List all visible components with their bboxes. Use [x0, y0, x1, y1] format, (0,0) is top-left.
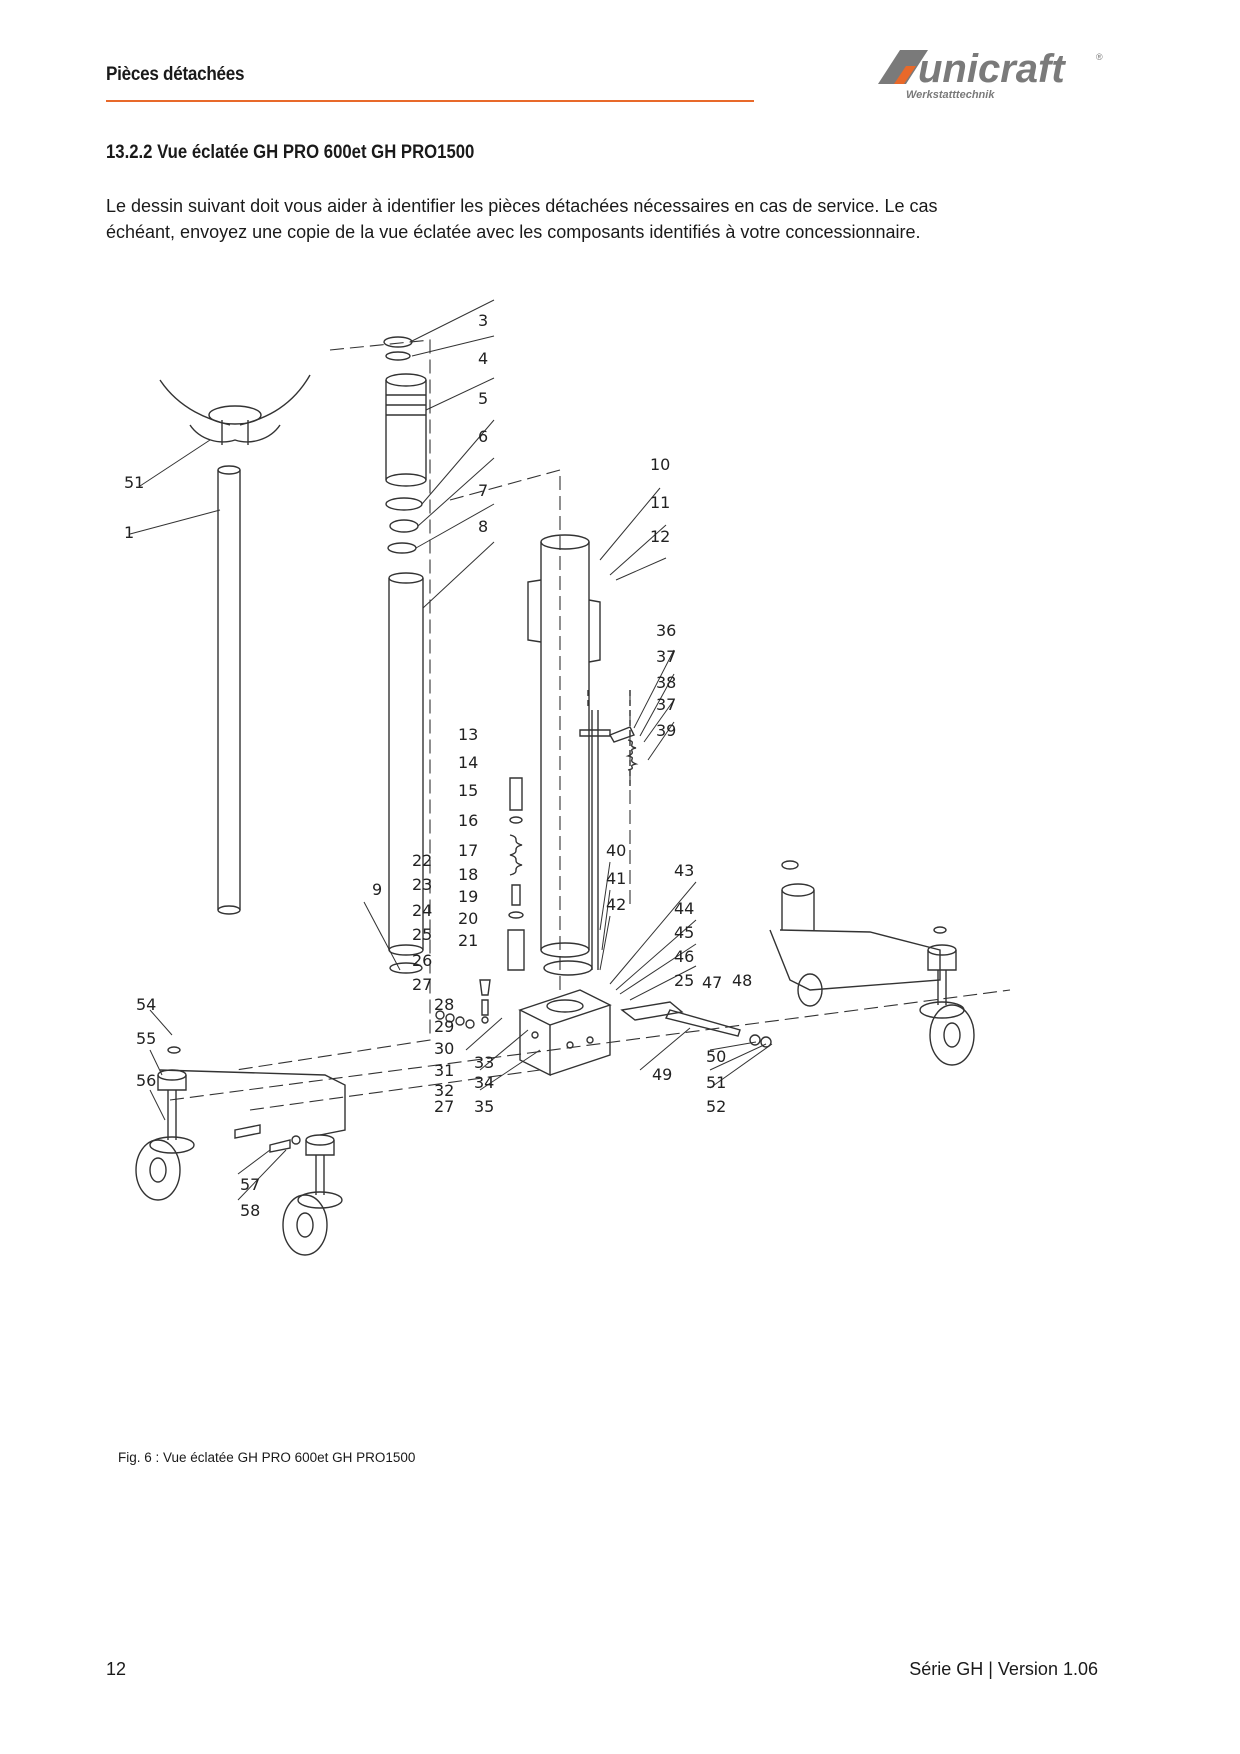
callout-label: 3 — [478, 311, 488, 330]
release-rod-36-42 — [579, 690, 639, 970]
pedal-part-49 — [620, 1001, 772, 1048]
callout-label: 48 — [732, 971, 752, 990]
right-leg-frame — [769, 860, 975, 1066]
callout-label: 51 — [124, 473, 144, 492]
callout-label: 44 — [674, 899, 694, 918]
callout-label: 43 — [674, 861, 694, 880]
piston-part-4 — [385, 373, 427, 487]
intro-paragraph: Le dessin suivant doit vous aider à iden… — [106, 196, 938, 242]
callout-label: 37 — [656, 695, 676, 714]
assembly-guide-lines — [169, 339, 1011, 1111]
callout-label: 24 — [412, 901, 432, 920]
callout-label: 25 — [412, 925, 432, 944]
callout-label: 35 — [474, 1097, 494, 1116]
callout-label: 58 — [240, 1201, 260, 1220]
callout-label: 42 — [606, 895, 626, 914]
callout-label: 55 — [136, 1029, 156, 1048]
logo-mark-orange — [894, 66, 916, 84]
callout-label: 14 — [458, 753, 478, 772]
figure-caption: Fig. 6 : Vue éclatée GH PRO 600et GH PRO… — [118, 1450, 416, 1465]
pump-assembly-13-21 — [507, 777, 525, 971]
seal-rings-2-3 — [383, 336, 413, 361]
callout-label: 19 — [458, 887, 478, 906]
callout-label: 28 — [434, 995, 454, 1014]
callout-label: 2 — [478, 290, 488, 294]
callout-label: 10 — [650, 455, 670, 474]
callout-label: 56 — [136, 1071, 156, 1090]
callout-label: 20 — [458, 909, 478, 928]
callout-label: 15 — [458, 781, 478, 800]
rod-part-1 — [217, 465, 241, 915]
valve-parts-22-32 — [435, 979, 491, 1029]
bolts-58-59 — [234, 1124, 301, 1153]
callout-label: 49 — [652, 1065, 672, 1084]
callout-label: 51 — [706, 1073, 726, 1092]
callout-labels: 2 3 4 5 6 7 8 1 51 9 10 11 12 13 14 15 1… — [124, 290, 752, 1220]
section-heading: 13.2.2 Vue éclatée GH PRO 600et GH PRO15… — [106, 142, 475, 163]
callout-label: 45 — [674, 923, 694, 942]
logo-registered: ® — [1096, 52, 1103, 62]
callout-label: 16 — [458, 811, 478, 830]
callout-label: 22 — [412, 851, 432, 870]
callout-label: 21 — [458, 931, 478, 950]
callout-label: 6 — [478, 427, 488, 446]
callout-label: 47 — [702, 973, 722, 992]
callout-label: 12 — [650, 527, 670, 546]
rings-5-6-7 — [385, 497, 423, 554]
callout-label: 34 — [474, 1073, 494, 1092]
callout-label: 40 — [606, 841, 626, 860]
base-block-35 — [518, 989, 612, 1077]
saddle-part-54 — [159, 374, 311, 445]
callout-label: 8 — [478, 517, 488, 536]
callout-label: 37 — [656, 647, 676, 666]
exploded-view-drawing: 2 3 4 5 6 7 8 1 51 9 10 11 12 13 14 15 1… — [124, 290, 1011, 1256]
callout-label: 46 — [674, 947, 694, 966]
header-rule — [106, 100, 754, 102]
callout-label: 27 — [434, 1097, 454, 1116]
callout-label: 17 — [458, 841, 478, 860]
callout-label: 52 — [706, 1097, 726, 1116]
ring-part-9 — [389, 962, 423, 974]
logo-tagline: Werkstatttechnik — [906, 89, 995, 101]
page-number: 12 — [106, 1659, 127, 1679]
callout-label: 54 — [136, 995, 156, 1014]
logo-mark-gray — [878, 50, 928, 84]
callout-label: 30 — [434, 1039, 454, 1058]
callout-label: 26 — [412, 951, 432, 970]
callout-label: 38 — [656, 673, 676, 692]
tube-part-8 — [388, 572, 424, 956]
callout-label: 29 — [434, 1017, 454, 1036]
callout-label: 4 — [478, 349, 488, 368]
callout-label: 9 — [372, 880, 382, 899]
cylinder-part-10 — [527, 534, 601, 958]
callout-label: 1 — [124, 523, 134, 542]
callout-label: 50 — [706, 1047, 726, 1066]
callout-leaders — [129, 299, 773, 1201]
unicraft-logo: unicraft ® Werkstatttechnik — [878, 47, 1103, 101]
callout-label: 31 — [434, 1061, 454, 1080]
callout-label: 36 — [656, 621, 676, 640]
callout-label: 23 — [412, 875, 432, 894]
page-header-title: Pièces détachées — [106, 64, 245, 85]
callout-label: 7 — [478, 481, 488, 500]
callout-label: 32 — [434, 1081, 454, 1100]
callout-label: 11 — [650, 493, 670, 512]
callout-label: 18 — [458, 865, 478, 884]
callout-label: 33 — [474, 1053, 494, 1072]
callout-label: 41 — [606, 869, 626, 888]
callout-label: 13 — [458, 725, 478, 744]
callout-label: 25 — [674, 971, 694, 990]
left-leg-frame — [135, 1046, 346, 1201]
callout-label: 27 — [412, 975, 432, 994]
front-caster — [282, 1134, 343, 1256]
seal-ring-large — [543, 960, 593, 976]
callout-label: 5 — [478, 389, 488, 408]
callout-label: 57 — [240, 1175, 260, 1194]
callout-label: 39 — [656, 721, 676, 740]
logo-wordmark: unicraft — [918, 47, 1066, 91]
footer-series-version: Série GH | Version 1.06 — [909, 1659, 1098, 1679]
